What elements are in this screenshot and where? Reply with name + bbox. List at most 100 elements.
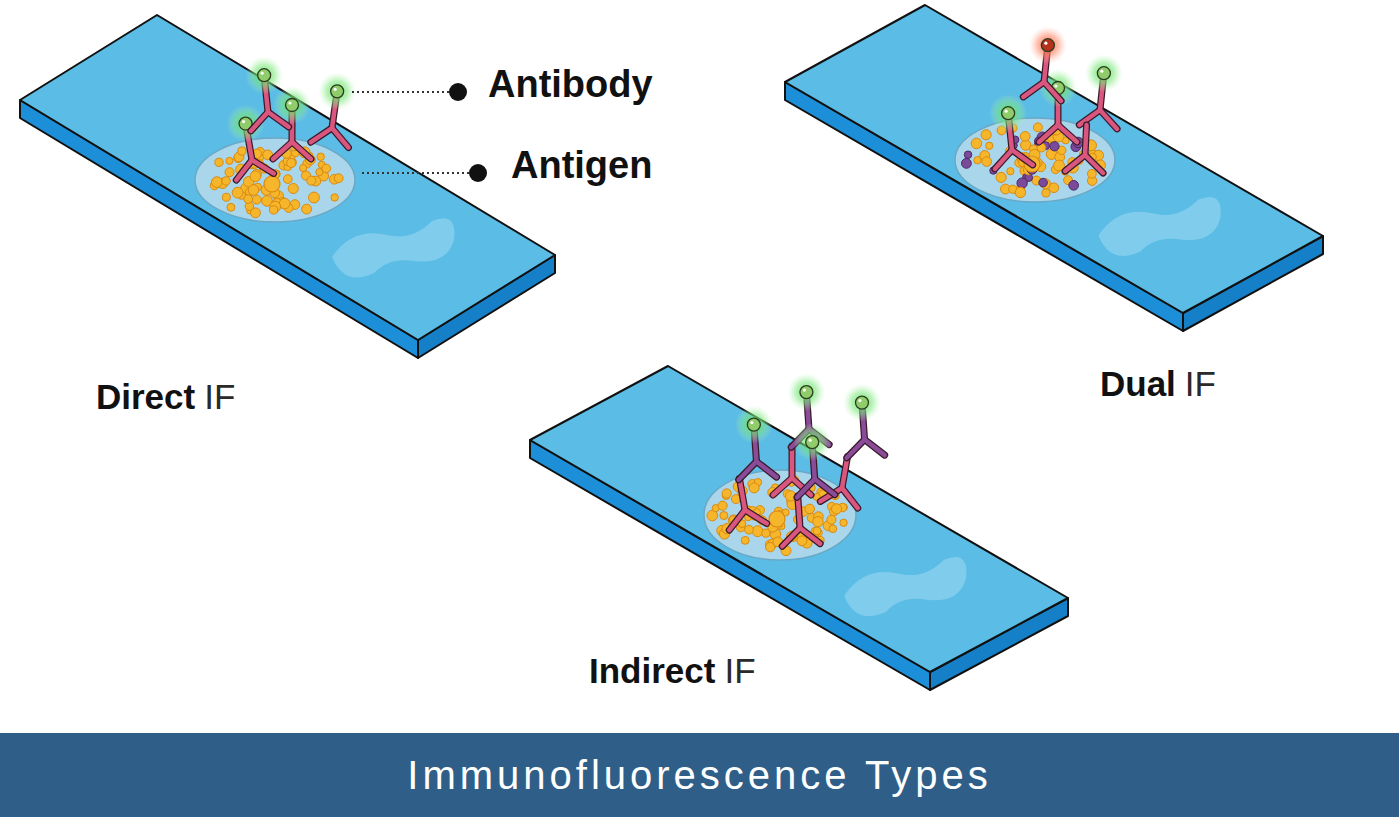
antibody-outline (1085, 125, 1087, 155)
antibody-chain (1065, 154, 1085, 172)
antigen-dot (322, 164, 331, 173)
antigen-dot (718, 501, 727, 510)
fluorophore-glow (245, 56, 283, 94)
antibody-outline (839, 488, 861, 508)
antigen-dot (805, 504, 815, 514)
antibody-outline (773, 478, 792, 495)
antibody-outline (739, 478, 745, 510)
fluorophore-shine (1054, 84, 1057, 87)
antibody-outline (249, 112, 270, 131)
fluorophore-shine (334, 88, 337, 91)
antigen-cluster (955, 118, 1115, 202)
antibody-outline (268, 110, 289, 129)
antigen-dot (813, 527, 821, 535)
leader-line (352, 91, 452, 93)
antigen-dot (248, 185, 259, 196)
antigen-dot (1033, 123, 1042, 132)
antibody-outline (846, 439, 866, 457)
antigen-area (955, 118, 1115, 202)
fluorophore-glow (793, 423, 831, 461)
antigen-cluster (195, 138, 355, 222)
antibody-chain (1058, 125, 1077, 142)
antigen-dot (307, 176, 316, 185)
antibody-chain (839, 488, 861, 508)
antigen-dot-purple (962, 158, 972, 168)
antibody-outline (726, 510, 748, 530)
fluorophore-shine (261, 72, 264, 75)
antigen-dot (287, 158, 296, 167)
antigen-dot (244, 195, 253, 204)
antigen-dot (288, 183, 298, 193)
antigen-dot (749, 483, 759, 493)
antigen-dot (986, 142, 993, 149)
antigen-dot (1020, 131, 1030, 141)
antibody-chain (1042, 82, 1063, 101)
antibody-chain (1084, 155, 1104, 173)
antibody-chain (273, 142, 292, 159)
fluorophore-glow (318, 72, 356, 110)
antigen-dot (225, 168, 234, 177)
slide-reflection (1098, 197, 1220, 256)
antibody-chain (233, 160, 255, 180)
antibody-chain (745, 507, 767, 527)
antigen-dot (722, 489, 731, 498)
antibody (779, 495, 820, 547)
fluorophore (747, 418, 760, 431)
antibody-outline (1039, 125, 1058, 142)
panel-title: Dual (1100, 365, 1176, 404)
antibody-chain (726, 510, 748, 530)
antibody-outline (1084, 155, 1104, 173)
leader-dot (449, 83, 467, 101)
antibody-chain (781, 528, 801, 546)
antigen-dot (741, 536, 749, 544)
antibody-chain (1085, 125, 1087, 155)
antibody-chain (865, 438, 885, 456)
callout-label: Antigen (511, 145, 652, 187)
footer-band (0, 733, 1399, 817)
panel-title-suffix: IF (724, 652, 755, 691)
fluorophore-glow (1029, 26, 1067, 64)
antigen-dot (317, 153, 324, 160)
fluorophore (258, 69, 271, 82)
antibody-chain (249, 112, 270, 131)
antigen-dot (813, 517, 823, 527)
antibody-outline (1012, 148, 1033, 167)
antibody-outline (1065, 154, 1085, 172)
antibody-chain (756, 460, 776, 478)
antigen-dot (283, 175, 292, 184)
fluorophore-glow (735, 406, 773, 444)
antigen-dot (252, 195, 261, 204)
antibody-chain (993, 150, 1014, 169)
antibody-chain (1012, 148, 1033, 167)
antibody-chain (790, 446, 795, 478)
slide-top-face (785, 5, 1323, 313)
antigen-dot (222, 177, 230, 185)
antibody-outline (993, 150, 1014, 169)
antigen-dot (300, 164, 307, 171)
antigen-dot (331, 194, 338, 201)
fluorophore-shine (1005, 110, 1008, 113)
antigen-dot-purple (1069, 180, 1079, 190)
fluorophore (1097, 67, 1110, 80)
fluorophore (1041, 39, 1054, 52)
antibody-outline (1042, 82, 1063, 101)
fluorophore (806, 436, 819, 449)
antigen-dot (1015, 187, 1025, 197)
fluorophore-shine (242, 120, 245, 123)
antibody-chain (292, 142, 311, 159)
antigen-dot (982, 157, 992, 167)
antibody-outline (798, 496, 800, 528)
panel-title: Direct (96, 378, 195, 417)
fluorophore (1002, 107, 1015, 120)
antibody-chain (798, 496, 800, 528)
antigen-core (769, 511, 785, 527)
fluorophore-shine (858, 399, 861, 402)
antibody-outline (756, 460, 776, 478)
antibody (1065, 124, 1105, 173)
antibody-outline (292, 142, 311, 159)
antigen-dot (222, 193, 230, 201)
panel-title-suffix: IF (204, 378, 235, 417)
antibody-chain (846, 439, 866, 457)
antibody-chain (800, 527, 820, 545)
antigen-dot-purple (1050, 142, 1059, 151)
